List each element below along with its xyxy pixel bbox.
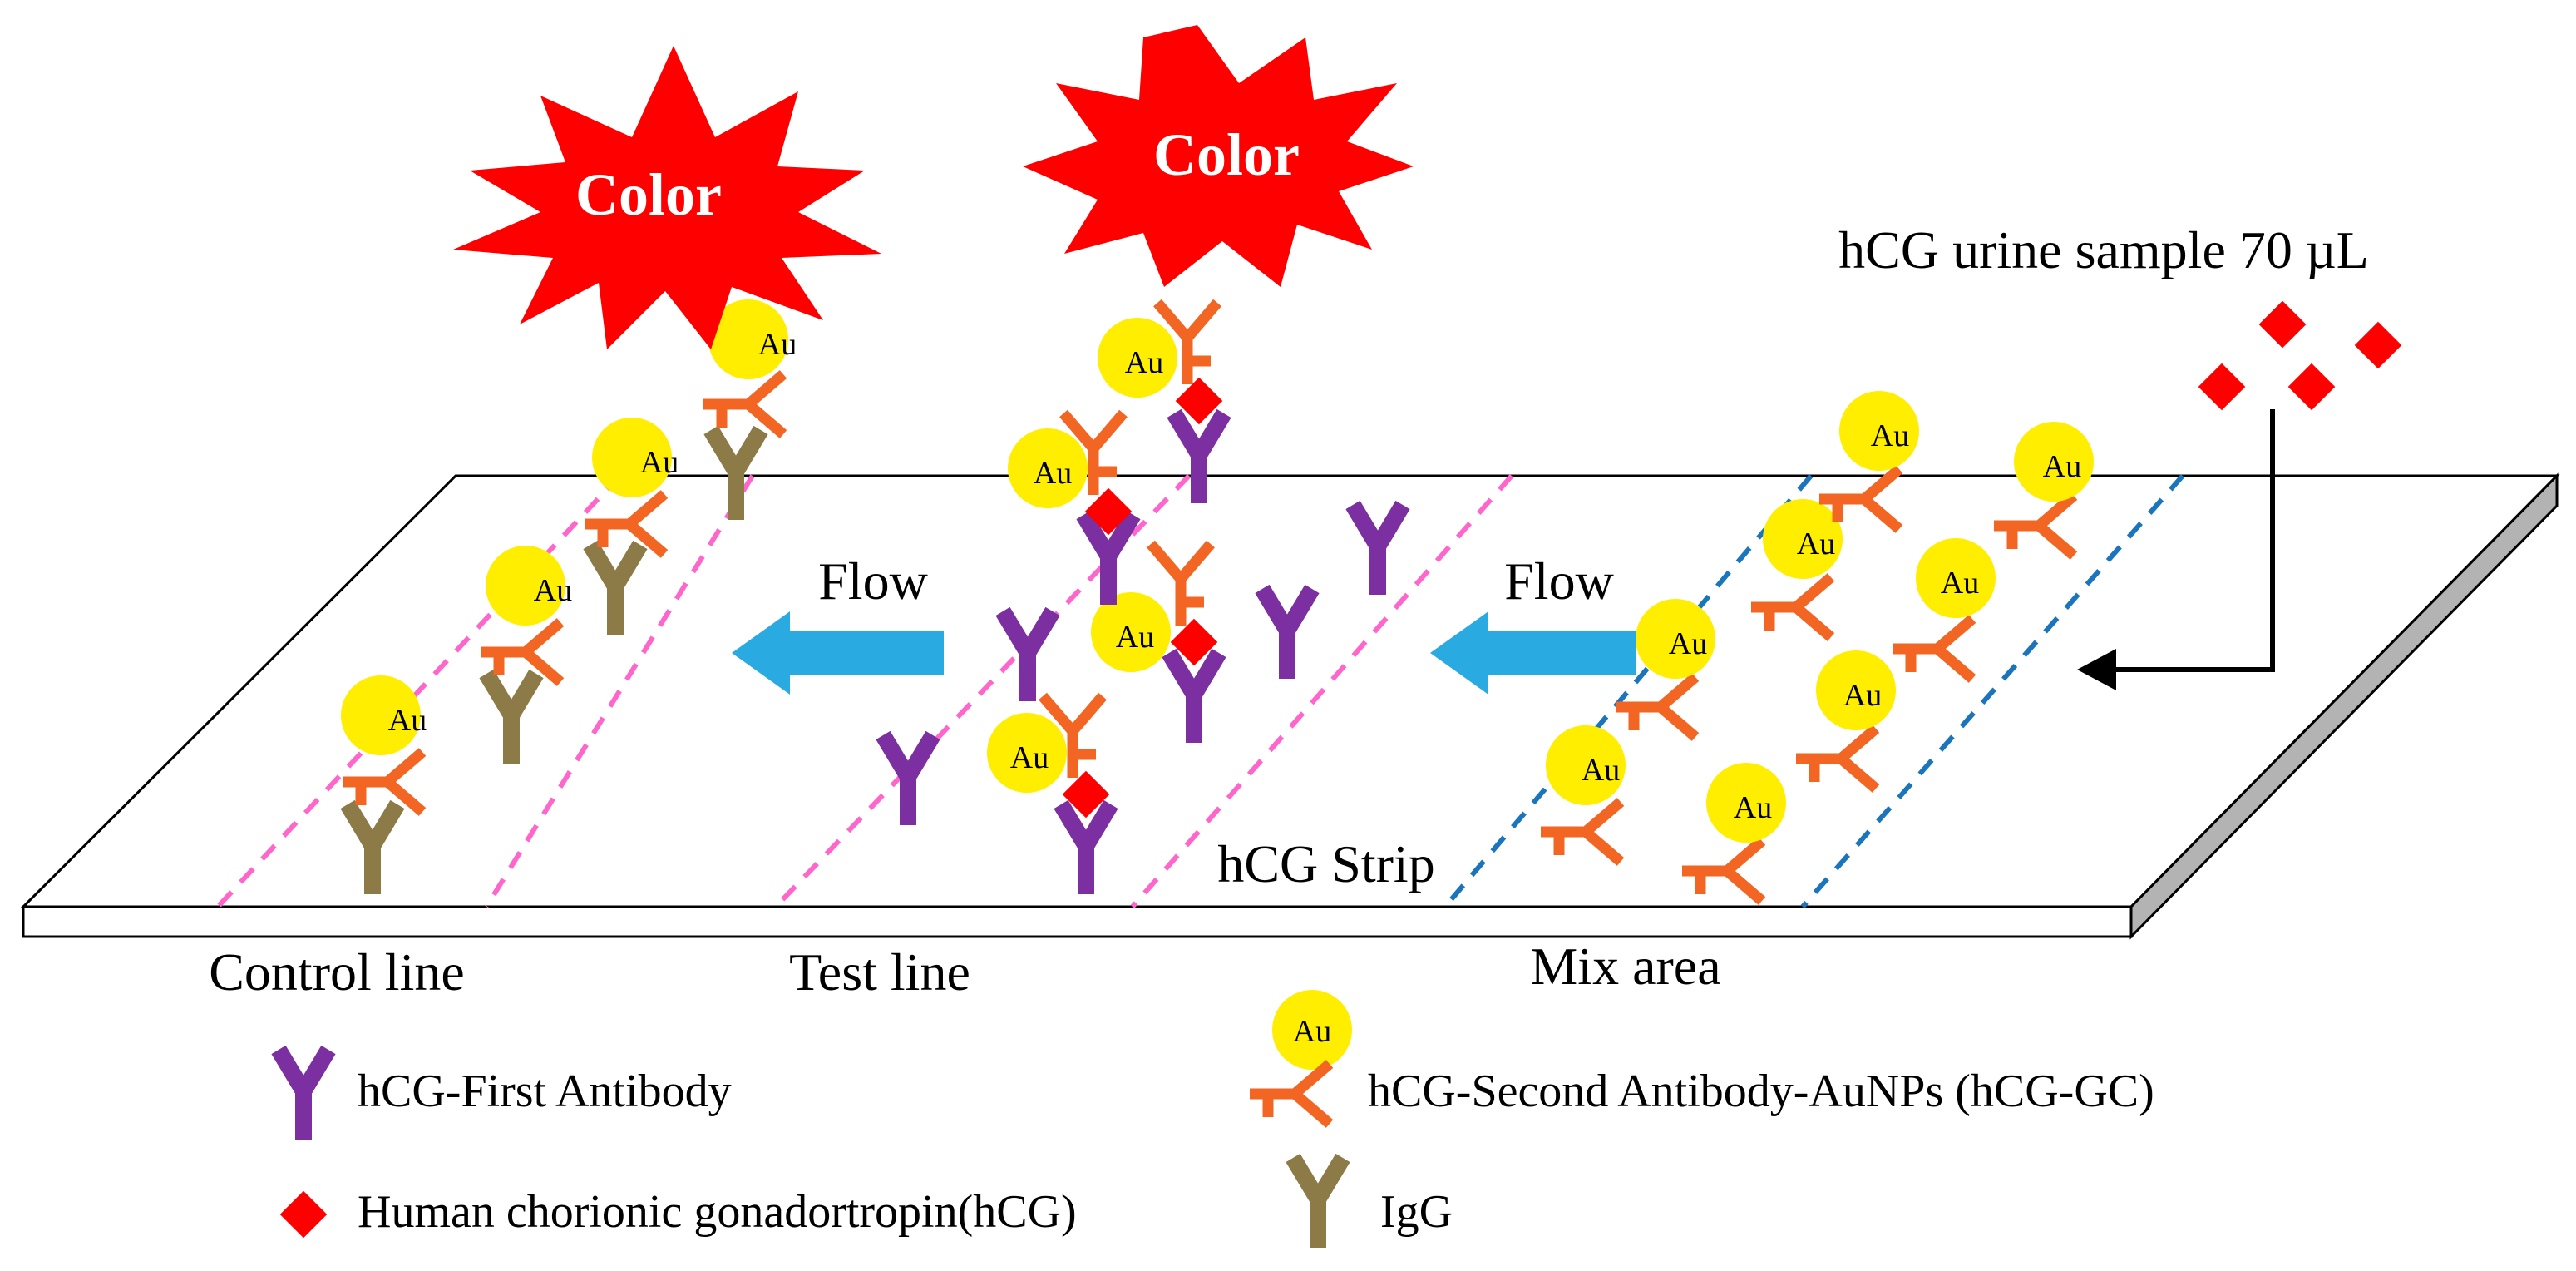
first-antibody-legend-icon <box>279 1050 328 1140</box>
svg-text:Au: Au <box>534 573 572 608</box>
svg-text:Au: Au <box>1669 626 1707 661</box>
svg-text:Au: Au <box>1843 678 1882 713</box>
mix-area-edge <box>1800 474 2185 908</box>
svg-text:Au: Au <box>1116 620 1154 655</box>
hcg-antigen <box>2198 363 2246 411</box>
igg-legend-icon <box>1293 1158 1343 1248</box>
legend: hCG-First Antibody Human chorionic gonad… <box>279 990 2154 1248</box>
test-line-edge <box>1130 474 1514 908</box>
flow-label-right: Flow <box>1504 551 1614 611</box>
svg-text:Au: Au <box>758 327 797 362</box>
control-line-edge <box>484 474 755 908</box>
control-line-complexes: Au Au Au Au <box>341 299 797 894</box>
second-antibody-legend-icon <box>1250 1064 1330 1124</box>
legend-first-antibody: hCG-First Antibody <box>358 1066 732 1117</box>
sample-input: hCG urine sample 70 µL <box>1838 220 2402 690</box>
svg-text:Color: Color <box>575 161 722 228</box>
svg-text:Color: Color <box>1153 121 1300 188</box>
test-line-label: Test line <box>789 942 970 1001</box>
flow-arrow-left <box>732 611 944 695</box>
control-line-edge <box>215 473 622 909</box>
flow-label-left: Flow <box>818 551 928 611</box>
svg-text:Au: Au <box>1293 1014 1331 1049</box>
mix-area-label: Mix area <box>1530 937 1720 996</box>
svg-text:Au: Au <box>1582 753 1620 788</box>
sample-label: hCG urine sample 70 µL <box>1838 220 2369 279</box>
svg-text:Au: Au <box>1034 456 1072 491</box>
svg-text:Au: Au <box>1797 527 1835 561</box>
sample-arrow <box>2112 409 2275 672</box>
hcg-antigen <box>2258 300 2307 349</box>
mix-area-complexes: Au Au Au Au Au Au Au Au <box>1541 391 2094 901</box>
svg-text:Au: Au <box>2043 449 2081 484</box>
color-burst-right: Color <box>1023 25 1414 287</box>
legend-hcg: Human chorionic gonadortropin(hCG) <box>358 1186 1077 1238</box>
svg-text:Au: Au <box>1941 566 1979 601</box>
second-antibody <box>703 374 783 434</box>
flow-arrow-right <box>1430 611 1636 695</box>
hcg-antigen <box>2287 363 2336 411</box>
flow-arrows: Flow Flow <box>732 551 1636 695</box>
svg-text:Au: Au <box>1125 345 1163 380</box>
hcg-legend-icon <box>279 1190 328 1239</box>
color-burst-left: Color <box>453 46 881 349</box>
svg-text:Au: Au <box>1010 740 1049 775</box>
hcg-antigen <box>2354 321 2402 369</box>
svg-text:Au: Au <box>388 703 427 738</box>
strip-label: hCG Strip <box>1217 834 1434 893</box>
legend-igg: IgG <box>1380 1186 1453 1238</box>
svg-text:Au: Au <box>1734 790 1772 825</box>
svg-text:Au: Au <box>640 445 679 480</box>
legend-second-antibody: hCG-Second Antibody-AuNPs (hCG-GC) <box>1368 1066 2154 1117</box>
test-line-complexes: Au Au Au Au <box>883 303 1403 894</box>
svg-text:Au: Au <box>1871 418 1909 453</box>
control-line-label: Control line <box>209 942 465 1001</box>
